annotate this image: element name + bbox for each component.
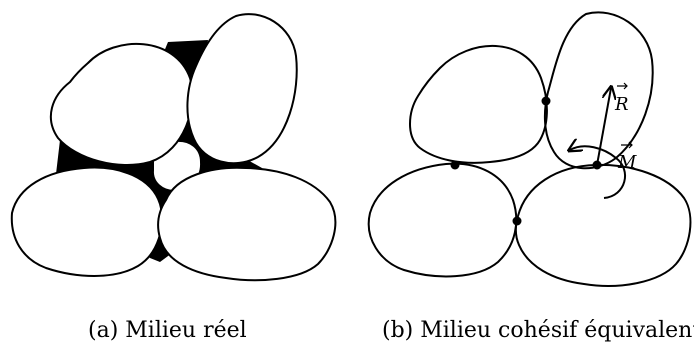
caption-equivalent-medium: (b) Milieu cohésif équivalent [382,318,694,343]
resultant-force-arrow [596,88,611,166]
label-r-text: R [614,94,629,115]
grain-bottom-right [157,166,337,282]
grain-top-right [186,13,298,165]
contact-point [450,160,460,170]
contact-point [512,216,522,226]
label-m-text: M [617,152,637,173]
vector-arrow-icon [621,141,633,149]
label-resultant: R [614,82,629,115]
grain-top-left [49,42,194,166]
grain-b-bottom-right [514,163,692,287]
label-moment: M [617,141,637,173]
vector-arrow-icon [617,82,628,90]
contact-point [541,96,551,106]
grain-b-bottom-left [367,162,518,278]
grain-b-top-right [543,11,654,170]
grain-b-top-left [409,45,548,164]
caption-real-medium: (a) Milieu réel [88,318,247,343]
moment-arc-arrow [570,146,626,199]
